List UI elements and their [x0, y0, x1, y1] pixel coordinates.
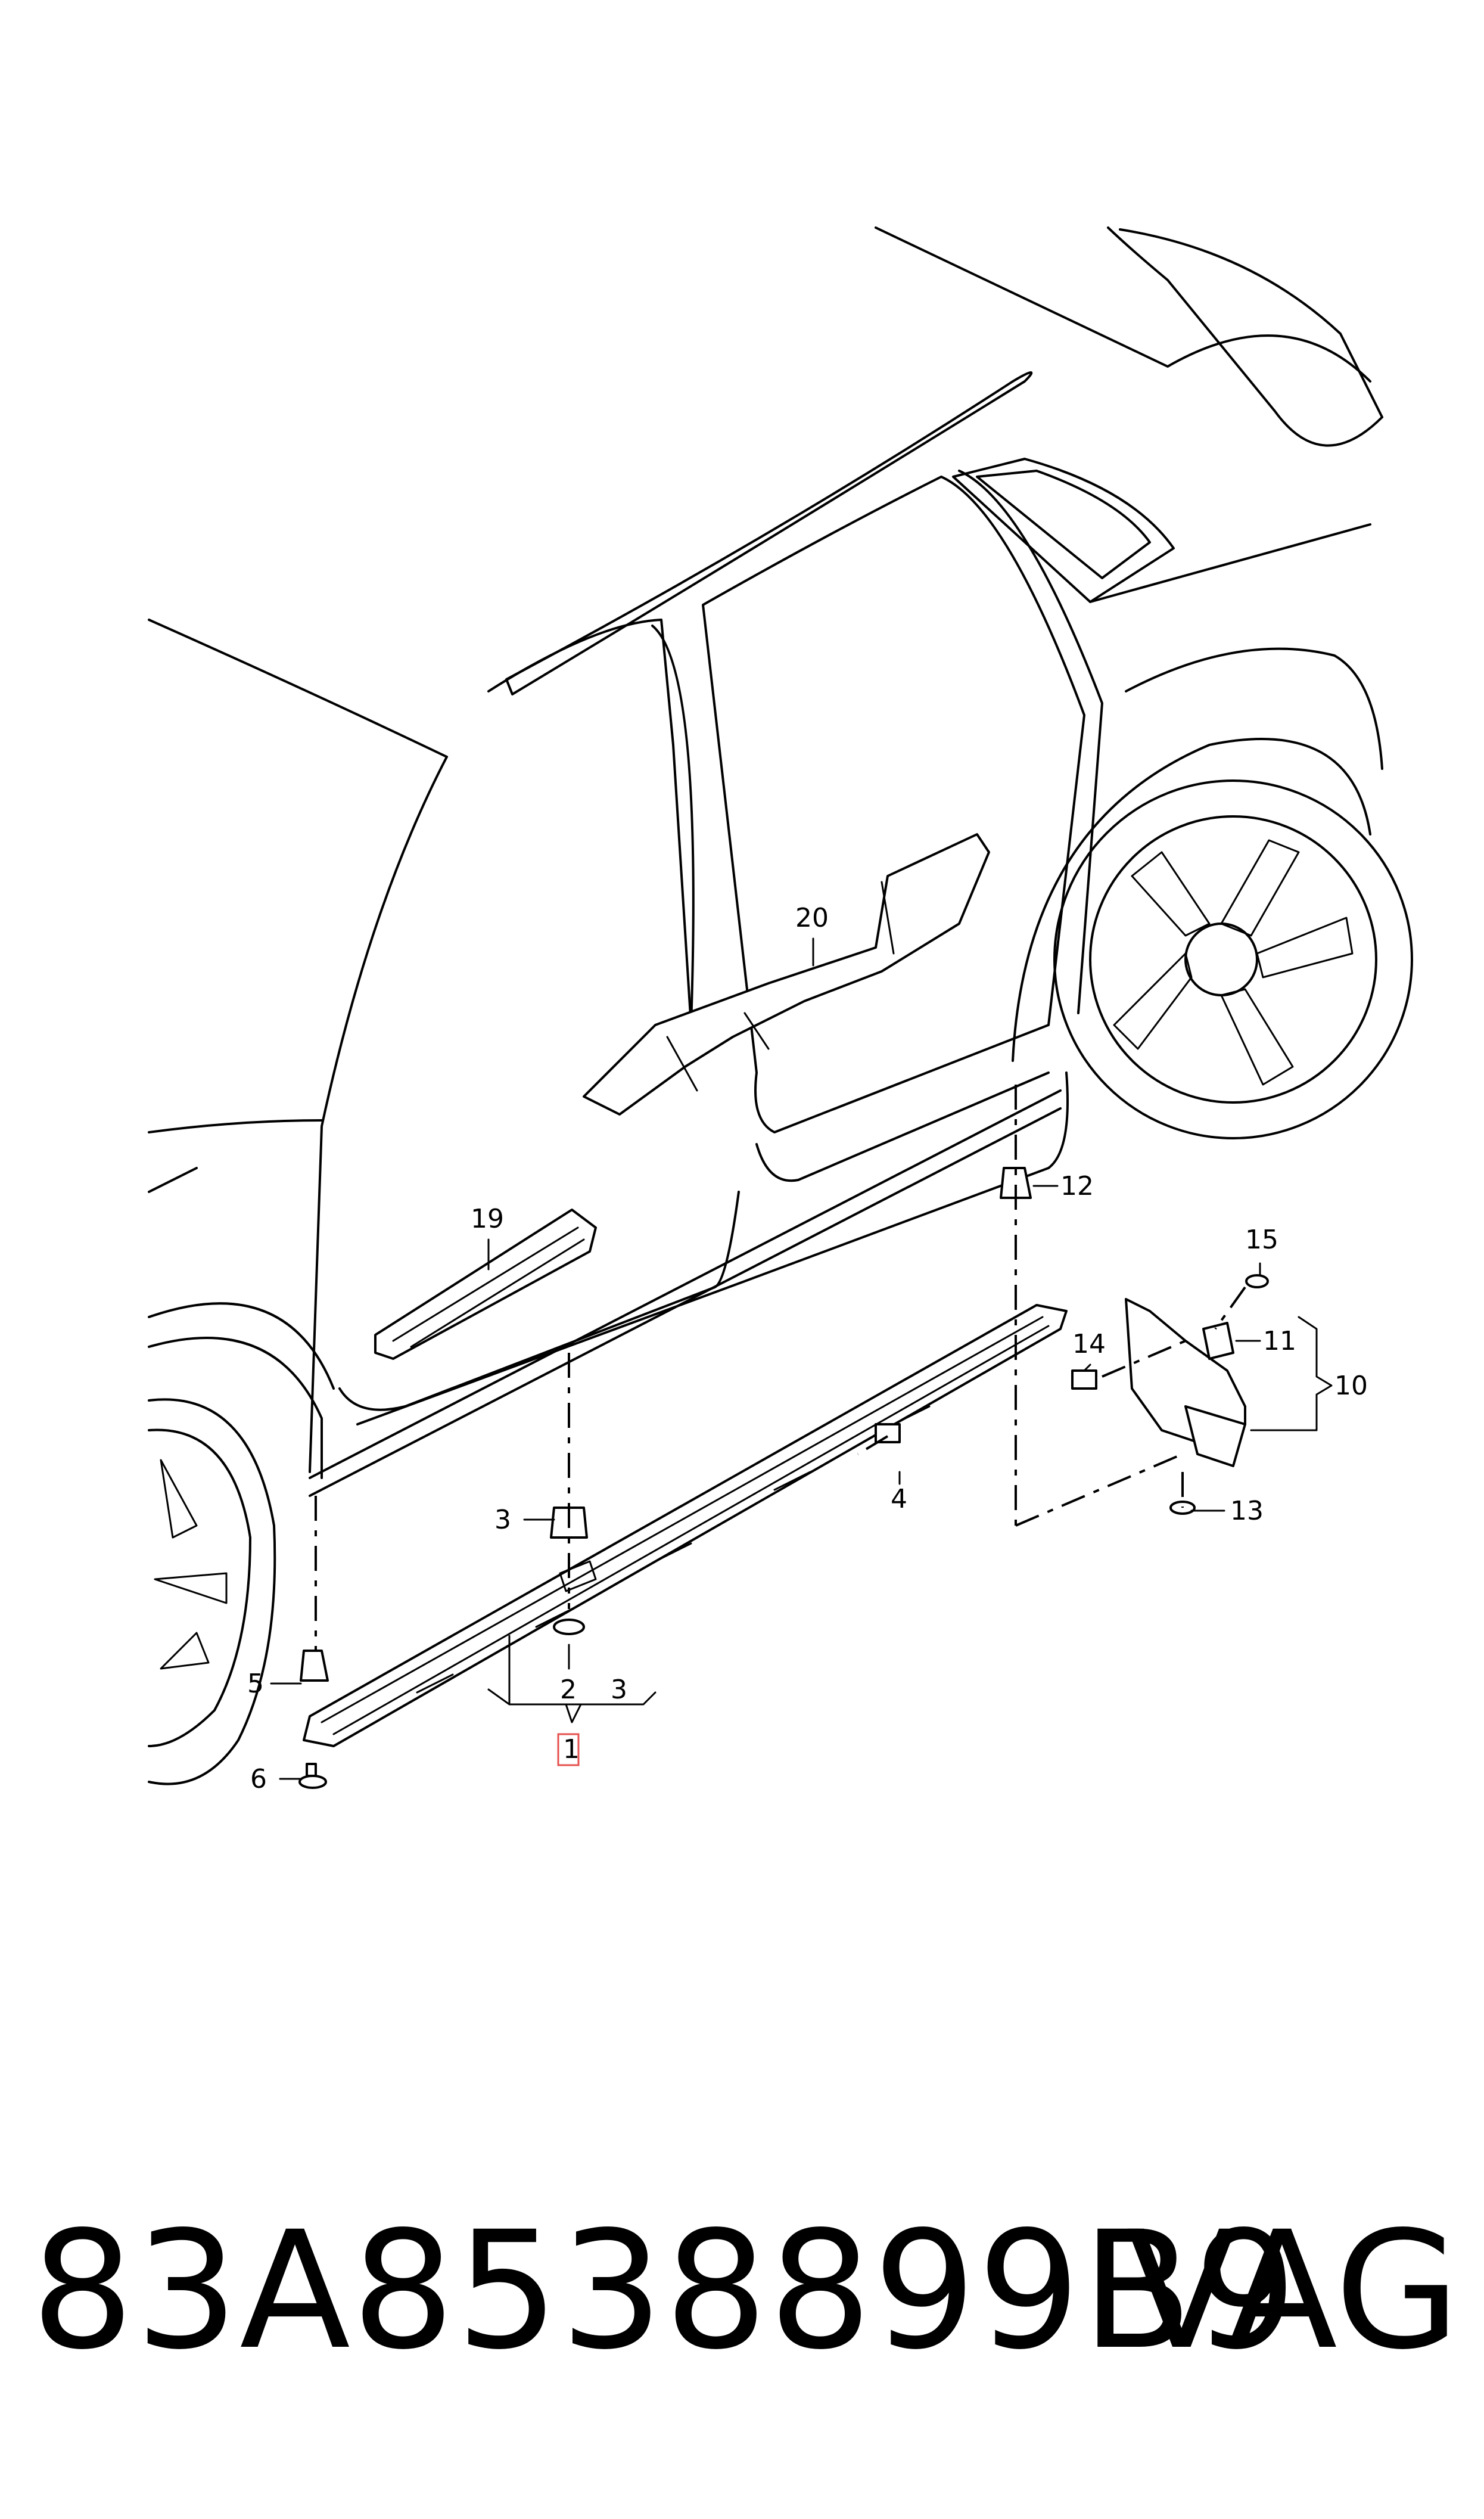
callout-3-kit: 3 [611, 1675, 627, 1705]
rear-wheel [1053, 779, 1413, 1139]
part-10-mudflap-bracket [1125, 1298, 1246, 1467]
vehicle-body-outline [148, 226, 1383, 1497]
callout-10: 10 [1334, 1371, 1368, 1401]
brand-label: VAG [1126, 2197, 1460, 2386]
callout-labels: 20 19 12 15 14 11 10 4 3 13 5 2 3 1 6 [247, 903, 1368, 1794]
callout-6: 6 [250, 1764, 267, 1794]
callout-2: 2 [560, 1675, 577, 1705]
part-20-sill-trim [583, 833, 990, 1116]
callout-11: 11 [1263, 1326, 1296, 1356]
part-number-label: 83A8538899B9 [31, 2197, 1299, 2386]
part-19-door-sill-plate [374, 1209, 597, 1360]
callout-19: 19 [471, 1204, 504, 1234]
leader-lines [270, 937, 1333, 1780]
fasteners [298, 1167, 1269, 1789]
front-wheel [148, 1398, 276, 1785]
callout-13: 13 [1230, 1496, 1264, 1526]
callout-20: 20 [795, 903, 829, 933]
callout-4: 4 [891, 1484, 907, 1514]
part-1-side-sill-panel [303, 1304, 1068, 1747]
callout-15: 15 [1245, 1225, 1278, 1255]
callout-12: 12 [1060, 1171, 1094, 1201]
assembly-dashed-lines [315, 1085, 1246, 1651]
callout-1-highlight-box [557, 1733, 580, 1766]
callout-1: 1 [563, 1734, 580, 1765]
callout-14: 14 [1072, 1329, 1106, 1359]
callout-5: 5 [247, 1669, 264, 1699]
callout-3-grommet: 3 [494, 1505, 511, 1535]
